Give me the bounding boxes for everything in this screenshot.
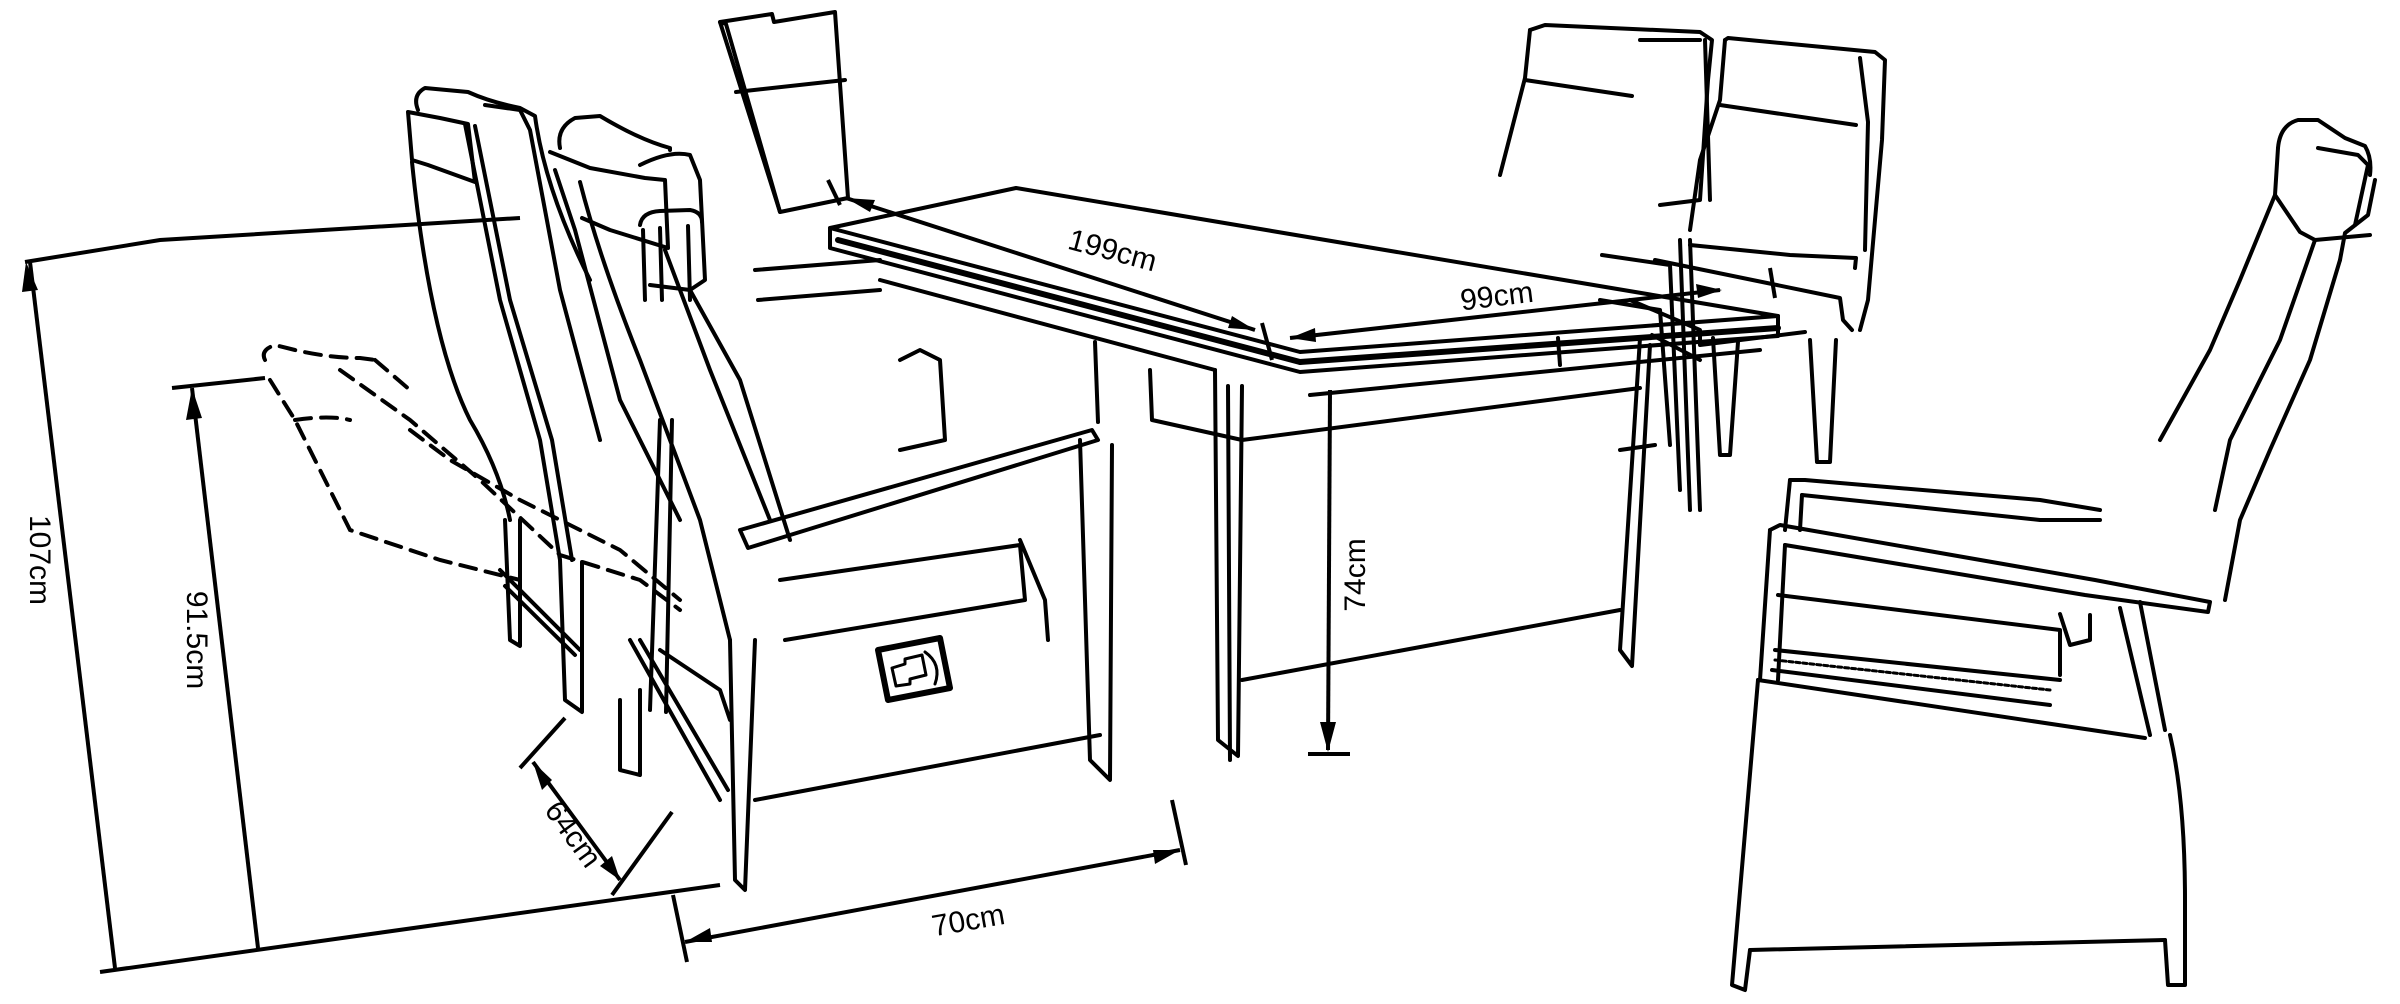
chair-front-right (1730, 118, 2377, 992)
recline-lever-icon (875, 635, 953, 703)
dimension-table-height: 74cm (1308, 389, 1372, 756)
label-chair-depth: 64cm (538, 795, 608, 874)
chair-back-left-1 (406, 86, 674, 714)
label-table-height: 74cm (1339, 538, 1372, 611)
label-table-length: 199cm (1065, 223, 1161, 278)
table (828, 186, 1781, 762)
label-chair-height-reclined: 91.5cm (180, 591, 213, 689)
chair-back-right-2 (1628, 36, 1887, 464)
chair-back-right-1 (1498, 23, 1714, 512)
dimension-chair-depth: 64cm (518, 716, 674, 897)
dimension-chair-height: 107cm (22, 216, 721, 974)
dimension-table-width: 99cm (1289, 267, 1777, 342)
reclined-backrest-outline (261, 342, 682, 612)
chair-front-left (548, 114, 1114, 892)
label-chair-height: 107cm (23, 515, 56, 605)
dimension-table-length: 199cm (826, 179, 1274, 361)
dimension-chair-height-reclined: 91.5cm (171, 376, 266, 949)
dimension-chair-width: 70cm (671, 799, 1188, 963)
label-chair-width: 70cm (929, 898, 1007, 943)
chair-back-center (638, 10, 882, 302)
